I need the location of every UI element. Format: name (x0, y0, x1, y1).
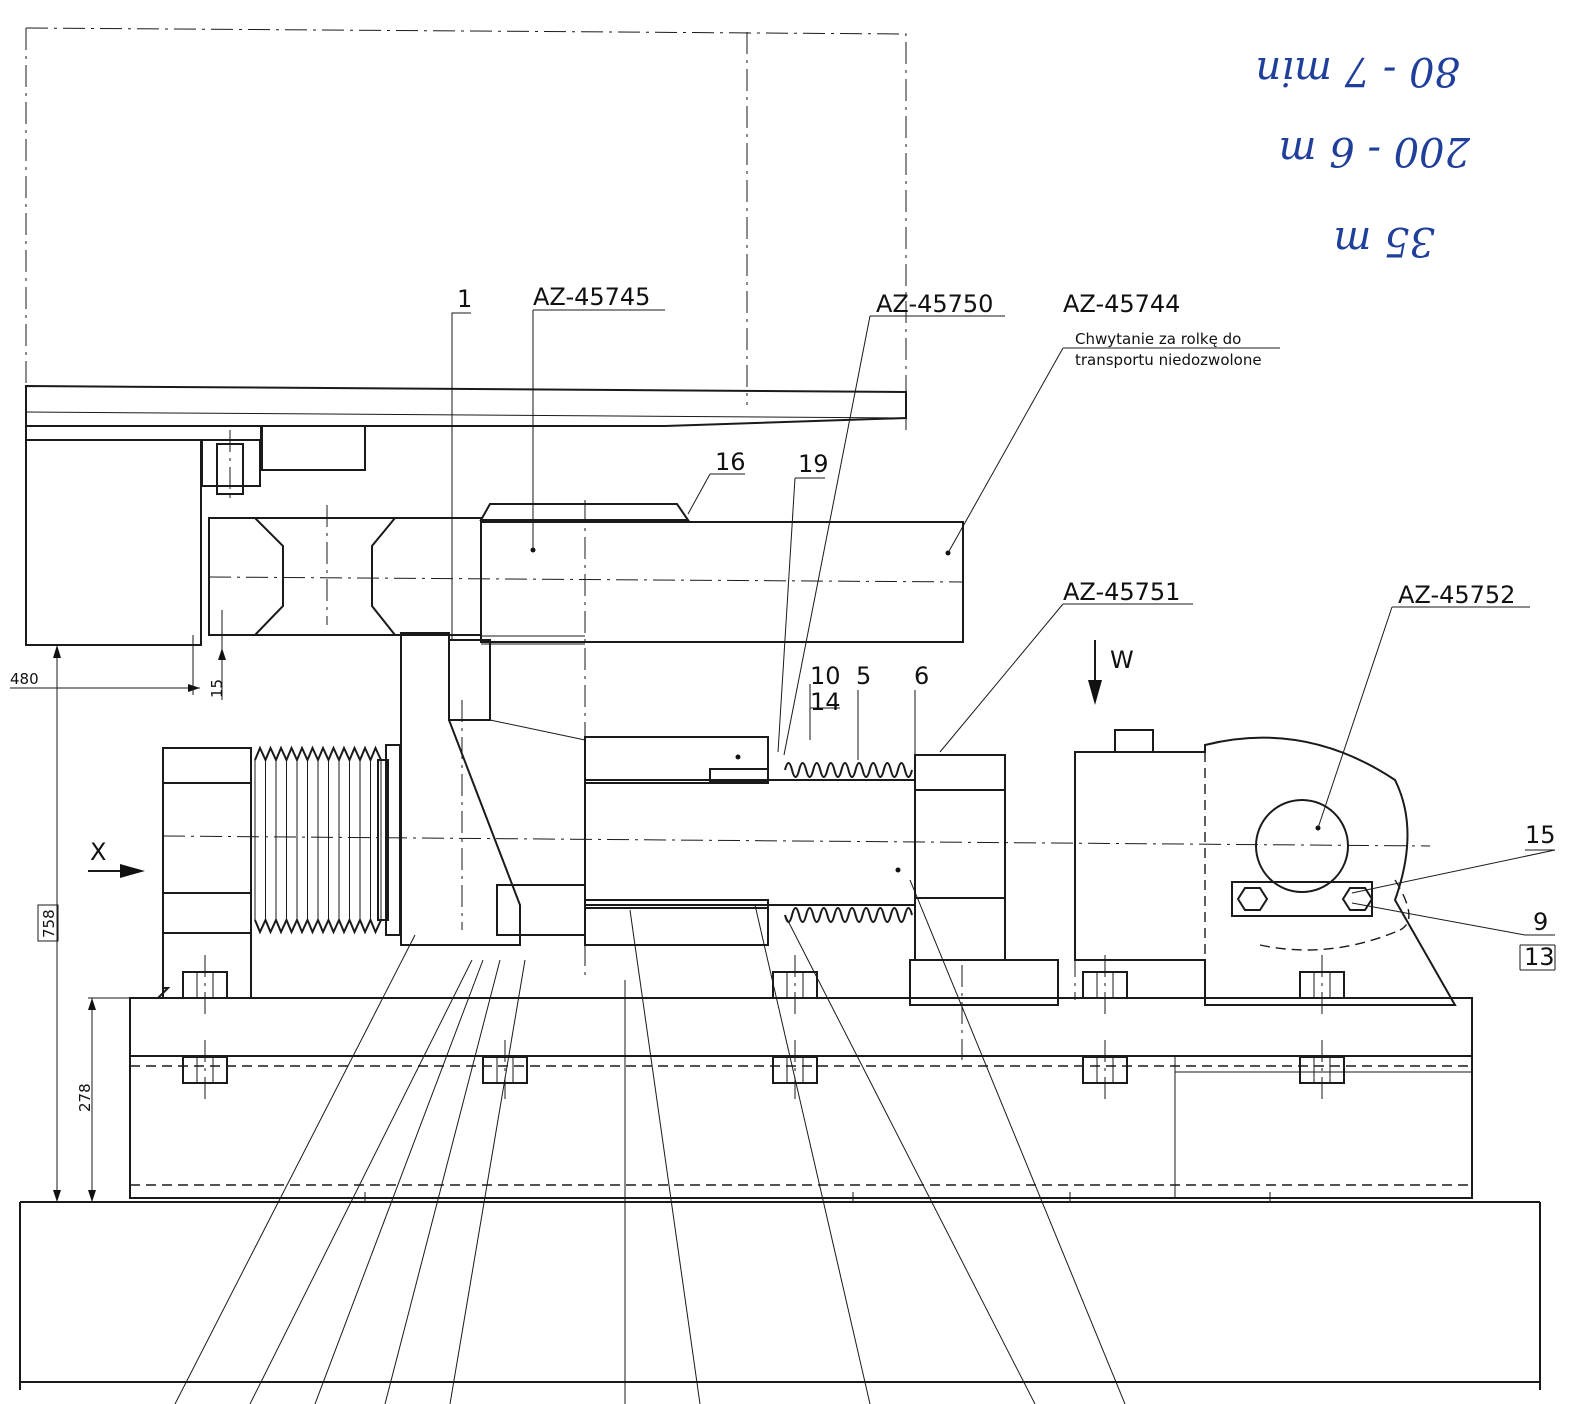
pos-6: 6 (914, 662, 929, 690)
ref-az-45750: AZ-45750 (876, 290, 993, 318)
pos-16: 16 (715, 448, 746, 476)
ref-az-45744: AZ-45744 (1063, 290, 1180, 318)
bellows (254, 745, 382, 935)
dim-758: 758 (40, 909, 58, 938)
pos-9: 9 (1533, 908, 1548, 936)
hex-nuts (182, 955, 1345, 1100)
handwriting-line-2: 200 - 6 m (1279, 128, 1471, 174)
note-line-1: Chwytanie za rolkę do (1075, 330, 1241, 348)
note-line-2: transportu niedozwolone (1075, 351, 1262, 369)
view-w-label: W (1110, 646, 1134, 674)
dim-480: 480 (10, 670, 39, 688)
swivel-housing (400, 632, 586, 946)
upper-phantom-frame (25, 27, 907, 640)
dim-15: 15 (208, 679, 226, 698)
handwriting-line-1: 80 - 7 min (1256, 48, 1461, 94)
top-beam (25, 384, 907, 427)
view-letters: X W (90, 646, 1134, 866)
pos-15: 15 (1525, 821, 1556, 849)
ref-az-45752: AZ-45752 (1398, 581, 1515, 609)
pos-5: 5 (856, 662, 871, 690)
handwritten-notes: 80 - 7 min 200 - 6 m 35 m (1256, 48, 1472, 264)
spring-upper (784, 762, 913, 778)
spring-lower (784, 907, 913, 923)
dimension-values: 480 15 758 278 (10, 670, 226, 1112)
pos-13: 13 (1524, 943, 1555, 971)
leader-lines (174, 309, 1556, 1404)
dim-278: 278 (76, 1083, 94, 1112)
ref-az-45745: AZ-45745 (533, 283, 650, 311)
pivot-bracket (1074, 729, 1457, 1006)
view-x-label: X (90, 838, 106, 866)
central-shaft (162, 736, 1431, 946)
base-frame (19, 997, 1541, 1390)
pos-14: 14 (810, 688, 841, 716)
left-wall-block (25, 425, 366, 646)
position-numbers: 1 16 19 10 14 5 6 15 9 13 (457, 285, 1556, 971)
bellows-flange (377, 744, 401, 936)
pos-19: 19 (798, 450, 829, 478)
right-bearing-block (909, 754, 1059, 1060)
handwriting-line-3: 35 m (1333, 218, 1435, 264)
reference-labels: AZ-45745 AZ-45750 AZ-45744 AZ-45751 AZ-4… (533, 283, 1515, 609)
pos-1: 1 (457, 285, 472, 313)
dimension-lines (10, 610, 226, 1202)
ref-az-45751: AZ-45751 (1063, 578, 1180, 606)
pos-10: 10 (810, 662, 841, 690)
handling-note: Chwytanie za rolkę do transportu niedozw… (1075, 330, 1262, 369)
view-arrows (88, 640, 1102, 878)
